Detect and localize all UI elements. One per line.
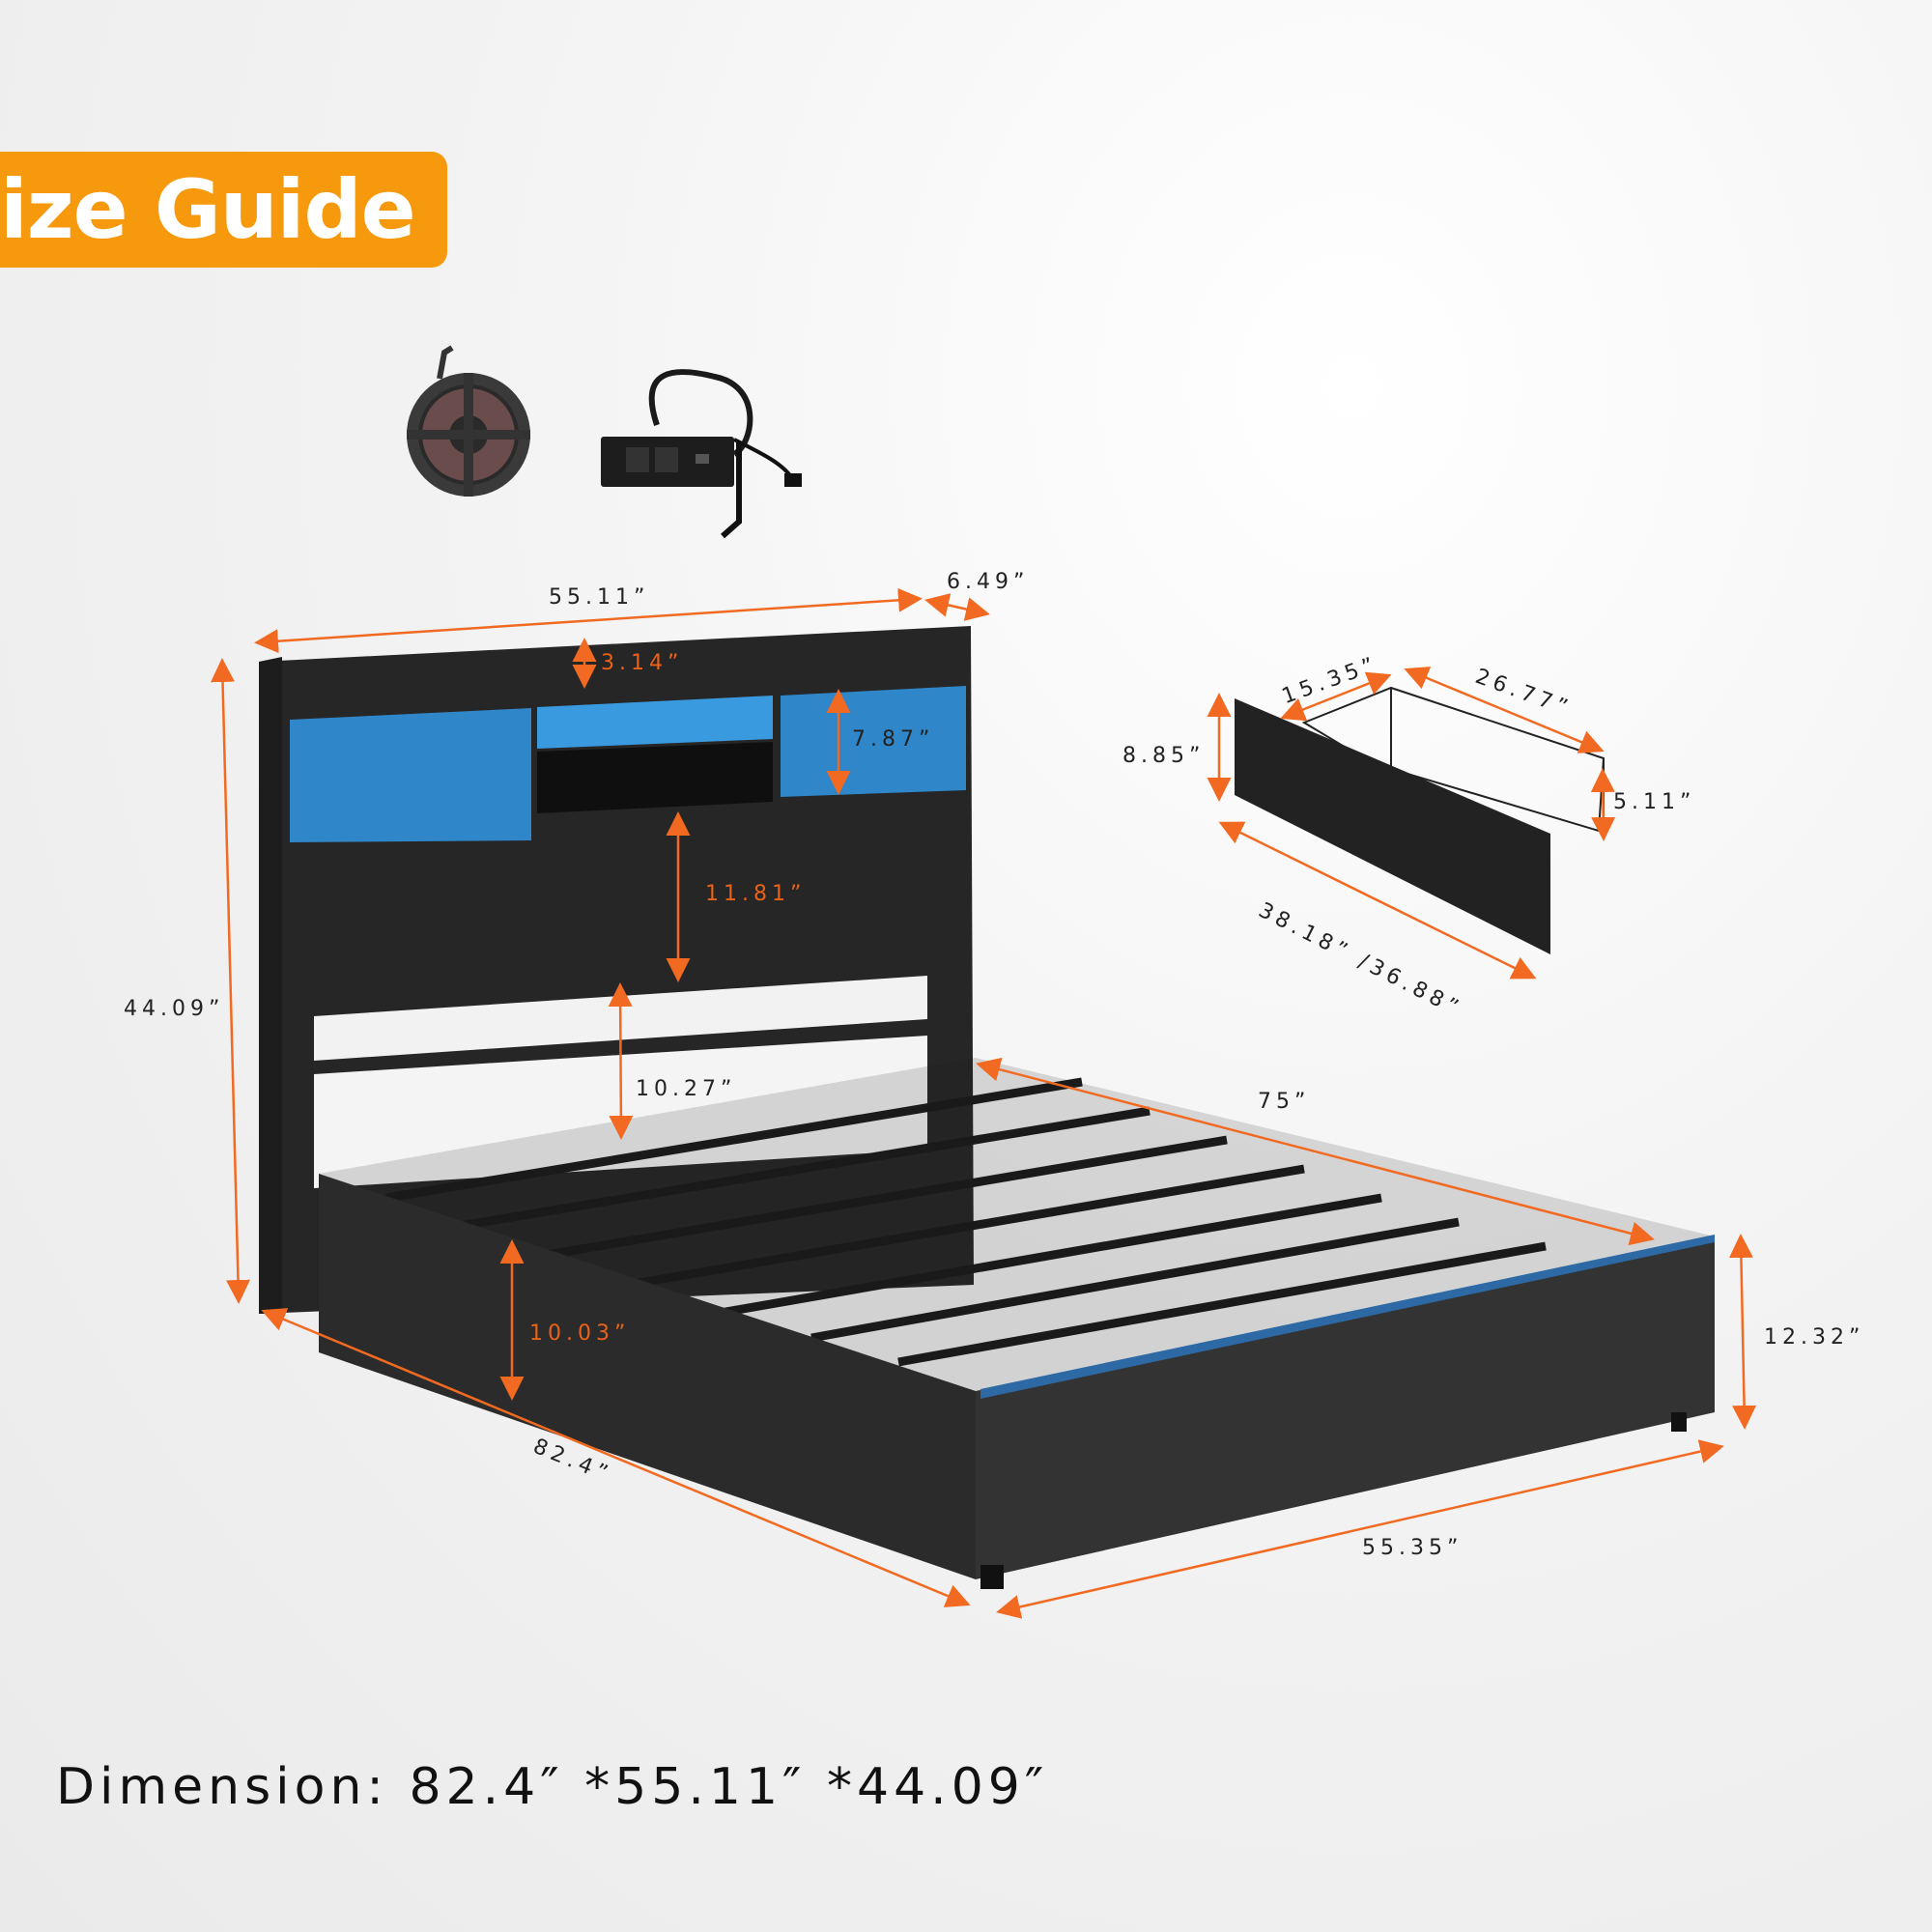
- cubby-height-label: 7.87”: [852, 727, 935, 752]
- footboard-height-label: 12.32”: [1764, 1325, 1865, 1350]
- headboard-depth-label: 6.49”: [947, 570, 1030, 594]
- power-outlet-icon: [601, 369, 802, 539]
- size-guide-banner: ize Guide: [0, 152, 447, 268]
- basket-height-label: 5.11”: [1613, 790, 1696, 814]
- total-height-label: 44.09”: [124, 997, 225, 1021]
- footboard-width-label: 55.35”: [1362, 1536, 1463, 1560]
- banner-title: ize Guide: [0, 162, 416, 257]
- drawer-front-height-label: 8.85”: [1122, 744, 1206, 768]
- inner-length-label: 75”: [1258, 1090, 1311, 1114]
- top-shelf-height-label: 3.14”: [601, 651, 684, 675]
- headboard-panel-height-label: 11.81”: [705, 882, 807, 906]
- headboard-gap-label: 10.27”: [636, 1077, 737, 1101]
- overall-dimension-text: Dimension: 82.4″ *55.11″ *44.09″: [56, 1758, 1049, 1816]
- headboard-width-label: 55.11”: [549, 585, 650, 610]
- led-strip-icon: [407, 345, 530, 497]
- side-rail-height-label: 10.03”: [529, 1321, 631, 1346]
